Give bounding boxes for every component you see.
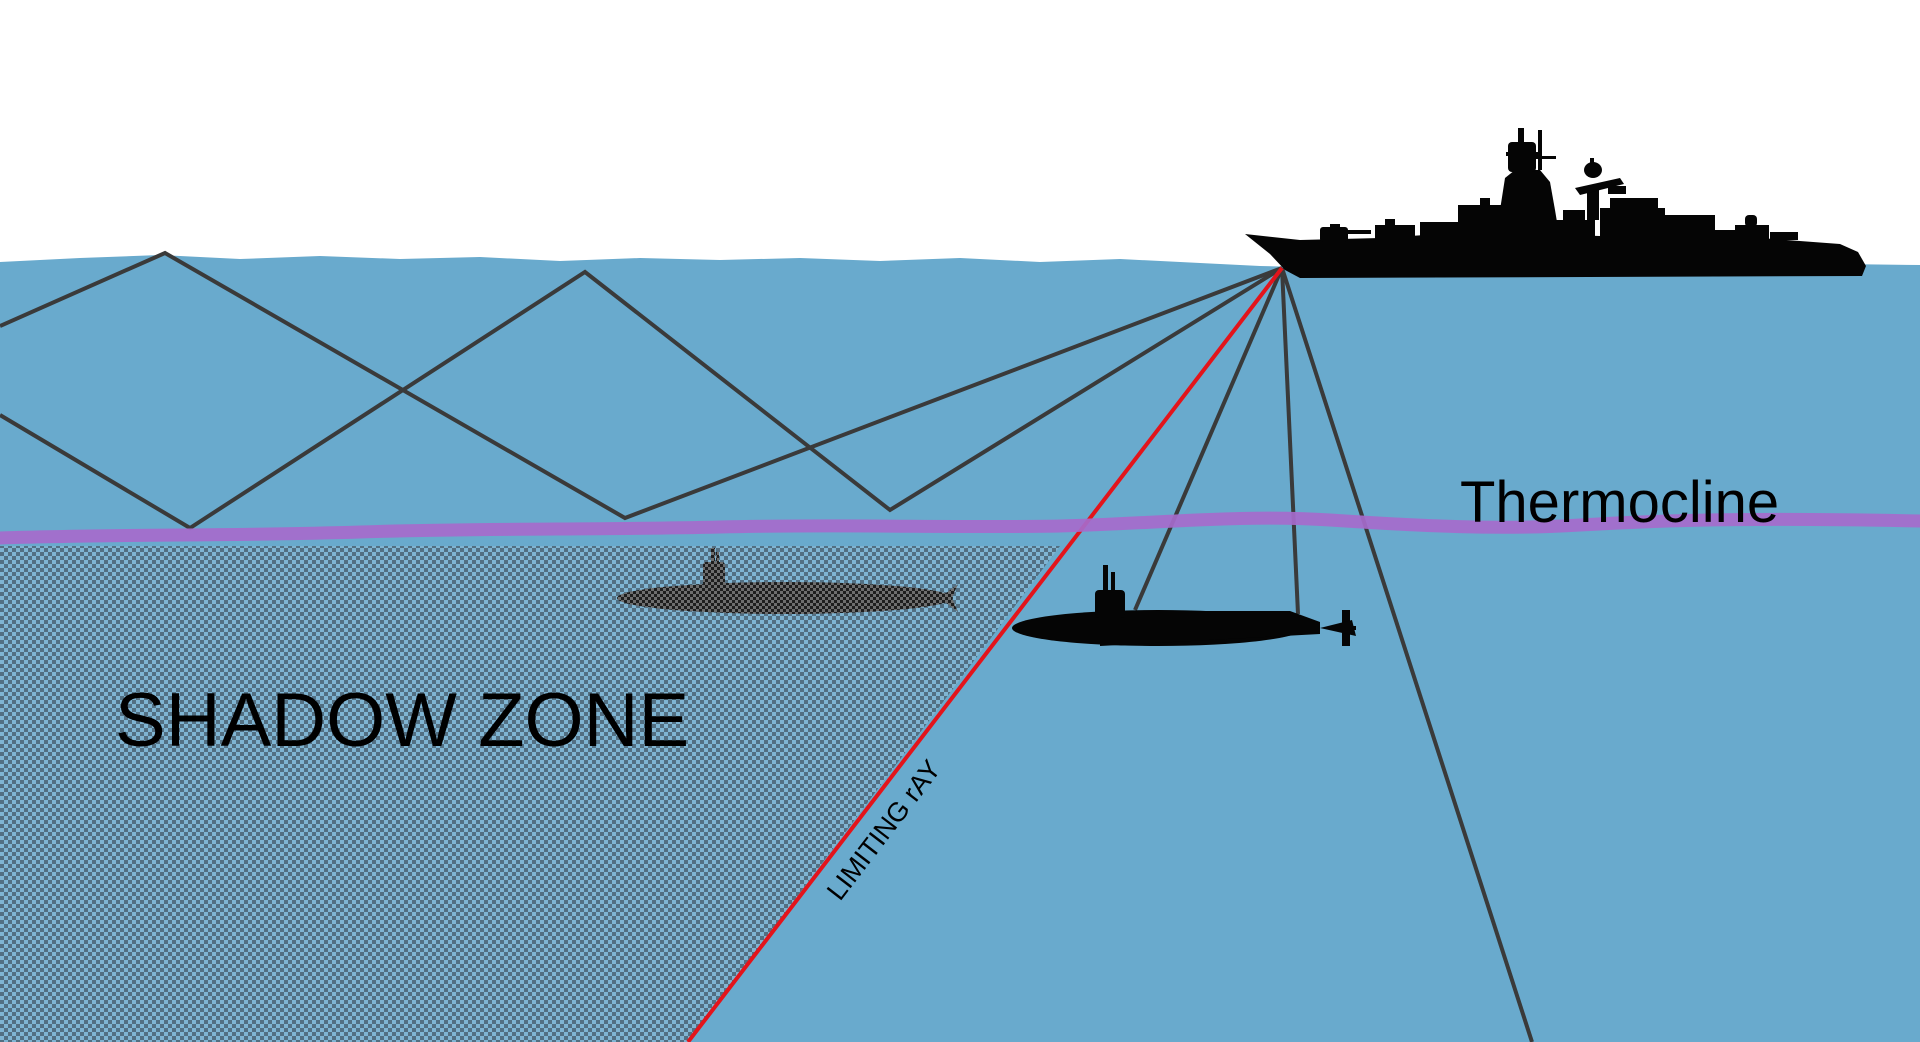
warship-icon xyxy=(1245,128,1866,278)
shadow-zone xyxy=(0,546,1060,1042)
thermocline-label: Thermocline xyxy=(1460,470,1779,535)
sound-ray-4 xyxy=(1280,267,1300,615)
detected-submarine-icon xyxy=(1012,565,1356,646)
sound-ray-3 xyxy=(1133,267,1284,611)
thermocline-line xyxy=(0,511,1920,545)
limiting-ray-line xyxy=(686,266,1284,1042)
sound-rays xyxy=(0,250,1534,1042)
sound-ray-5 xyxy=(1280,267,1534,1042)
sound-ray-1 xyxy=(0,266,1284,531)
hidden-submarine-icon xyxy=(617,548,958,614)
shadow-zone-label: SHADOW ZONE xyxy=(115,678,689,763)
sound-ray-2 xyxy=(0,250,1283,521)
